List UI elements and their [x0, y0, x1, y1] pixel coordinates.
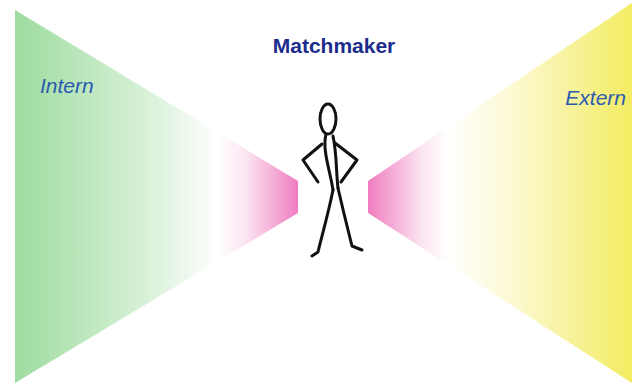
figure-title: Matchmaker: [273, 34, 396, 58]
figure-ground: [298, 100, 368, 265]
band-fill: [15, 10, 298, 383]
band-shape: [15, 0, 298, 383]
band-label: Extern: [565, 86, 626, 110]
intern-band: Intern: [15, 0, 298, 383]
band-shape: [368, 0, 632, 383]
stick-figure-lines: [303, 104, 362, 256]
band-fill: [368, 3, 632, 383]
extern-band: Extern: [368, 0, 632, 383]
band-label: Intern: [40, 74, 94, 98]
